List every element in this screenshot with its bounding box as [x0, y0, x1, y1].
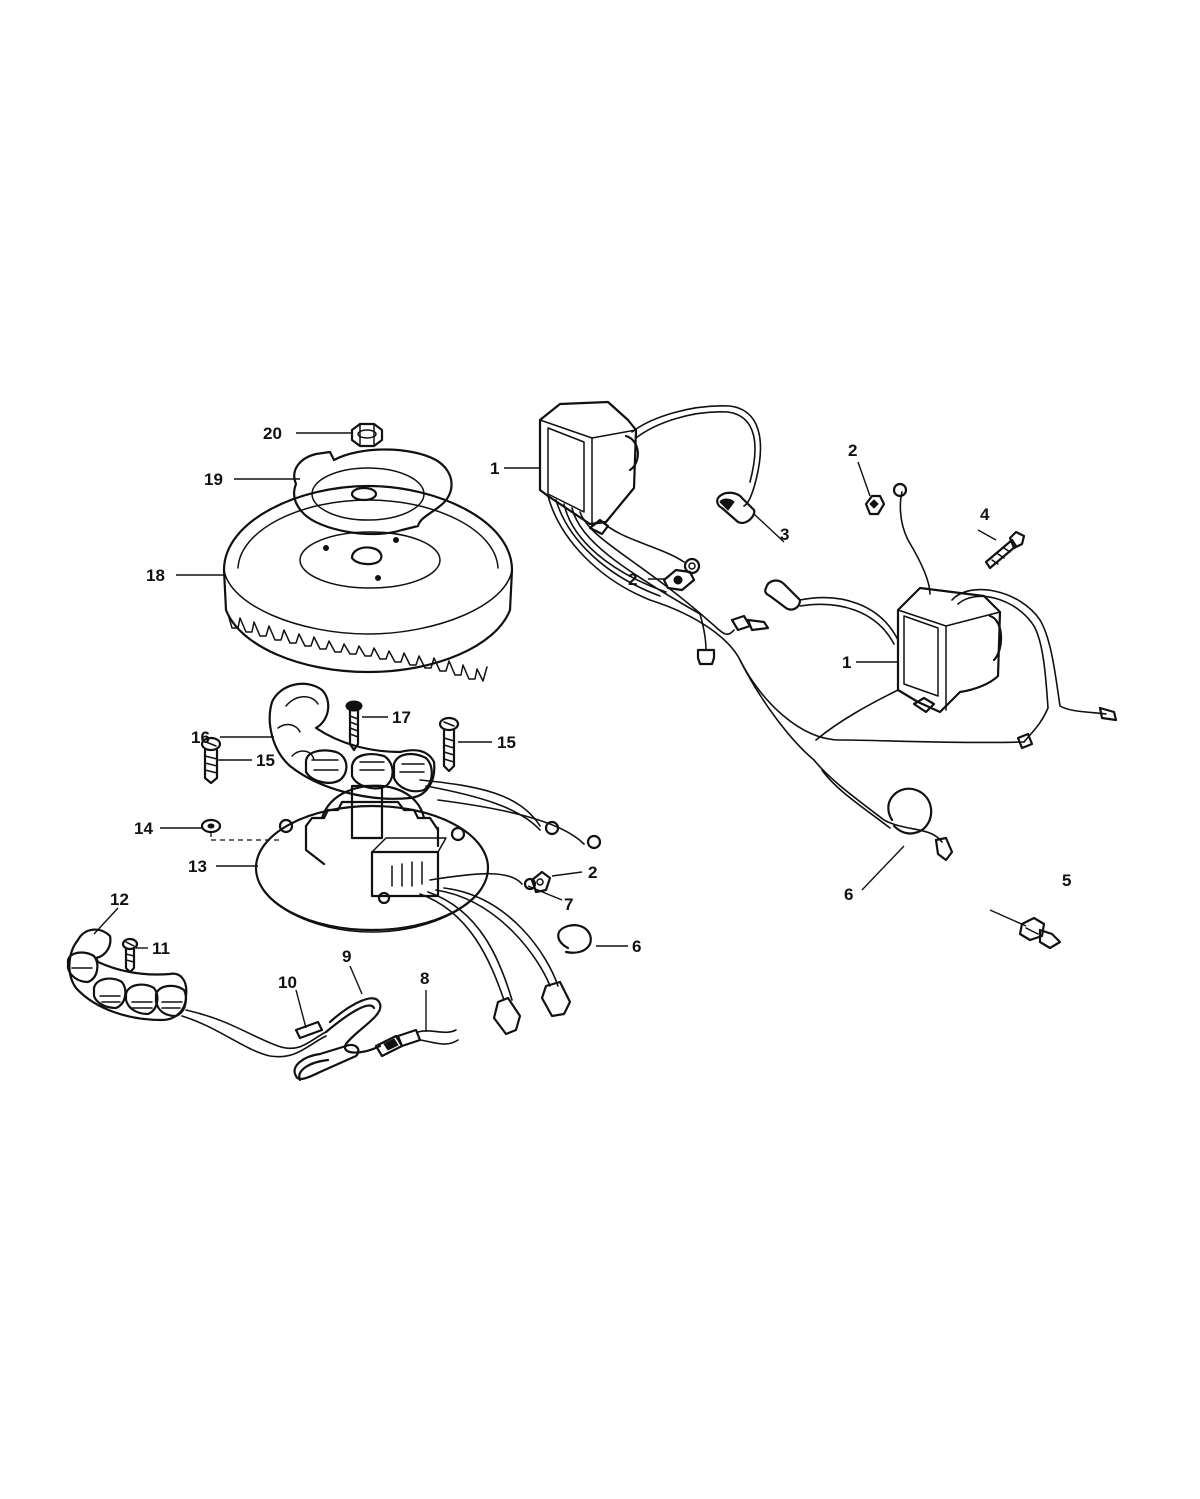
- callout-4: 4: [980, 505, 990, 524]
- flywheel: [222, 484, 514, 682]
- flywheel-nut: [350, 422, 384, 448]
- connector-8: [374, 1028, 459, 1058]
- washer-2-mid: [662, 568, 696, 592]
- spark-plug-boot-upper: [716, 491, 756, 524]
- callout-labels: 20 19 18 17 16 15 15 14 13 12 11 10 9 8 …: [110, 424, 1071, 992]
- callout-15-right: 15: [497, 733, 516, 752]
- harness-loop-9: [293, 997, 382, 1082]
- callout-1-right: 1: [842, 653, 851, 672]
- callout-2-mid: 2: [628, 570, 637, 589]
- callout-6-lower: 6: [632, 937, 641, 956]
- callout-1-upper: 1: [490, 459, 499, 478]
- callout-14: 14: [134, 819, 153, 838]
- timer-base-wires: [419, 872, 572, 1036]
- washer-2-right: [530, 870, 552, 894]
- callout-8: 8: [420, 969, 429, 988]
- coil-right-wires: [892, 482, 1118, 750]
- washer-2-top: [864, 494, 886, 516]
- callout-13: 13: [188, 857, 207, 876]
- sensor-5: [1018, 916, 1062, 950]
- screw-4: [984, 530, 1026, 570]
- callout-19: 19: [204, 470, 223, 489]
- callout-12: 12: [110, 890, 129, 909]
- callout-2-right: 2: [588, 863, 597, 882]
- lower-stator-wires: [181, 1009, 327, 1058]
- callout-20: 20: [263, 424, 282, 443]
- callout-5: 5: [1062, 871, 1071, 890]
- connector-10: [294, 1020, 324, 1040]
- ignition-coil-right: [896, 586, 1003, 714]
- callout-2-top: 2: [848, 441, 857, 460]
- callout-15-left: 15: [256, 751, 275, 770]
- callout-11: 11: [152, 939, 170, 958]
- leader-lines: [93, 432, 1027, 1032]
- timer-base: [254, 784, 490, 933]
- screw-11: [121, 937, 139, 974]
- callout-16: 16: [191, 728, 210, 747]
- callout-17: 17: [392, 708, 411, 727]
- screw-15-right: [438, 716, 460, 773]
- clamp-ring-6-upper: [887, 787, 933, 835]
- callout-10: 10: [278, 973, 297, 992]
- callout-3: 3: [780, 525, 789, 544]
- coil-high-tension-lead-upper: [631, 405, 762, 507]
- coil-upper-wires: [547, 495, 815, 761]
- callout-9: 9: [342, 947, 351, 966]
- washer-14: [200, 818, 222, 834]
- screw-15-left: [200, 736, 222, 785]
- callout-18: 18: [146, 566, 165, 585]
- callout-6-upper: 6: [844, 885, 853, 904]
- spark-plug-boot-right: [764, 579, 899, 645]
- main-harness: [739, 659, 1025, 862]
- screw-17: [345, 700, 363, 752]
- callout-7: 7: [564, 895, 573, 914]
- clamp-ring-6-lower: [557, 924, 592, 954]
- stator-leads: [419, 779, 602, 850]
- stator-coil-lower: [66, 928, 188, 1022]
- ignition-coil-upper: [538, 400, 639, 536]
